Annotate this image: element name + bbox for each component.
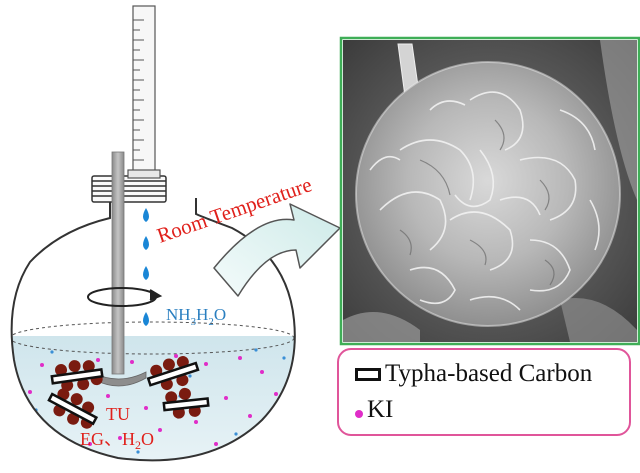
burette-icon xyxy=(127,5,161,179)
carbon-cluster xyxy=(162,387,210,419)
legend-row-ki: KI xyxy=(355,396,393,424)
solvent-label: EG、H2O xyxy=(80,429,154,452)
legend-ki-label: KI xyxy=(367,396,394,423)
solution-liquid xyxy=(11,336,295,461)
stirrer-paddle xyxy=(91,371,147,387)
water-drop-icon xyxy=(143,208,149,326)
tu-label: TU xyxy=(106,404,130,424)
sem-micrograph xyxy=(339,36,640,346)
flask-neck xyxy=(91,175,167,203)
nanosheet-texture xyxy=(369,91,600,311)
carbon-swatch-icon xyxy=(355,367,381,381)
block-arrow-icon xyxy=(213,203,341,297)
carbon-cluster xyxy=(50,360,104,392)
stirrer-icon xyxy=(111,151,125,375)
rotation-arrow-icon xyxy=(87,287,163,307)
legend-carbon-label: Typha-based Carbon xyxy=(385,360,593,387)
carbon-particle-clusters xyxy=(47,356,210,429)
legend-row-carbon: Typha-based Carbon xyxy=(355,360,592,388)
ammonia-label: NH3H2O xyxy=(166,305,226,328)
flower-microsphere xyxy=(356,62,620,326)
reaction-flask xyxy=(10,5,296,462)
carbon-cluster xyxy=(146,356,200,391)
ki-particles xyxy=(28,354,278,446)
ki-dot-icon xyxy=(355,410,363,418)
carbon-cluster xyxy=(47,388,99,429)
legend-box: Typha-based Carbon KI xyxy=(337,348,631,436)
